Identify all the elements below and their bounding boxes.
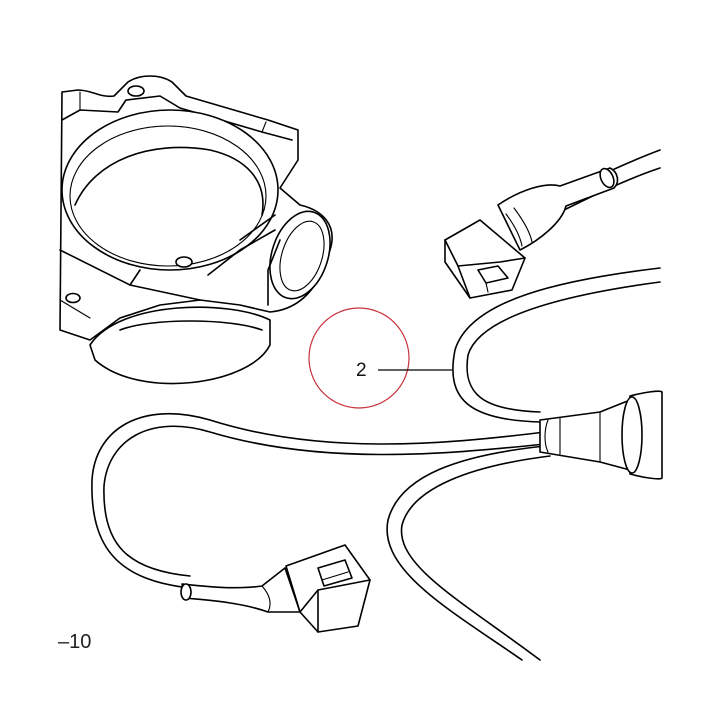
- callout-number: 2: [356, 360, 367, 381]
- callout-2: 2: [308, 307, 452, 409]
- sensor-body: [539, 390, 663, 480]
- throttle-body-housing: [59, 75, 333, 385]
- callout-circle: [308, 307, 410, 409]
- upper-sensor-assembly: [444, 149, 661, 299]
- figure-code: –10: [58, 631, 91, 653]
- lower-connector-assembly: [180, 544, 371, 633]
- wiring-harness: [91, 267, 661, 661]
